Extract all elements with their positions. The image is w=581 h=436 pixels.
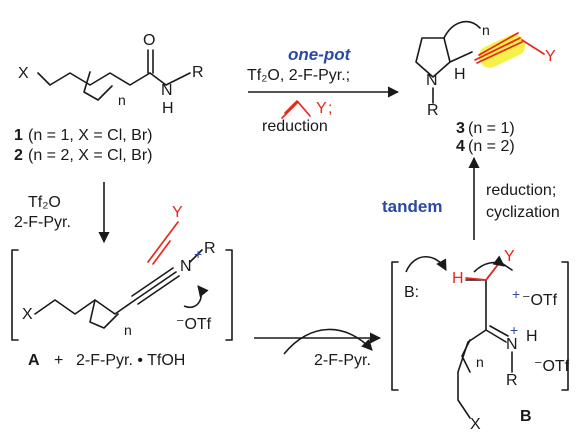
intermediate-red-bonds <box>465 261 501 281</box>
product-r: R <box>427 102 439 119</box>
nitrilium-plus: + <box>194 246 203 262</box>
product-repeat-bracket <box>443 20 481 39</box>
product-alkyne-y <box>521 39 545 55</box>
curved-arrow-base <box>405 256 447 273</box>
down-arrow-reagent-1: Tf₂O <box>28 194 61 211</box>
product-alkyne-1 <box>474 37 521 61</box>
one-pot-step2: reduction <box>262 118 328 135</box>
vinyl-reagent-db <box>284 100 298 114</box>
b-x: X <box>470 416 481 433</box>
product-n: N <box>426 72 438 89</box>
nitrile-triple-1 <box>134 271 177 301</box>
substrate-x: X <box>18 65 29 82</box>
substrate-n-index: n <box>118 92 126 108</box>
nitrilium-repeat-bracket <box>89 299 119 329</box>
label-a: A <box>28 352 40 369</box>
nitrilium-r: R <box>204 240 216 257</box>
nitrile-triple-2 <box>131 267 174 297</box>
right-bracket-b <box>561 261 569 391</box>
curved-arrow-hy <box>473 255 505 273</box>
pyridinium-salt: 2-F-Pyr. • TfOH <box>76 352 186 369</box>
compound-2-conditions: (n = 2, X = Cl, Br) <box>28 147 153 164</box>
label-b: B <box>520 408 532 425</box>
base-label: 2-F-Pyr. <box>314 352 371 369</box>
substrate-r: R <box>192 64 204 81</box>
iminium-bond-2 <box>489 325 509 337</box>
iminium-bond <box>485 329 507 343</box>
amide-n-bonds <box>149 72 191 86</box>
plus-sign: + <box>54 352 64 369</box>
b-plus-2: + <box>510 322 519 338</box>
compound-1-number: 1 <box>14 127 23 144</box>
product-c-chain <box>449 51 473 63</box>
product-alkyne-3 <box>476 41 523 64</box>
substrate-n: N <box>161 82 173 99</box>
nitrile-triple-3 <box>137 275 180 305</box>
substrate-h: H <box>162 100 174 117</box>
nitrilium-x: X <box>22 306 33 323</box>
left-bracket-a <box>11 249 19 341</box>
b-r: R <box>506 372 518 389</box>
product-n-index: n <box>482 22 490 38</box>
b-h-n: H <box>526 328 538 345</box>
substrate-o: O <box>143 32 156 49</box>
nitrilium-n-r-bond <box>189 249 203 263</box>
b-y: Y <box>504 248 515 265</box>
down-arrow-reagent-2: 2-F-Pyr. <box>14 214 71 231</box>
compound-1-conditions: (n = 1, X = Cl, Br) <box>28 127 153 144</box>
left-bracket-b <box>391 261 399 391</box>
pyrrolidine-ring <box>415 37 451 78</box>
compound-4-conditions: (n = 2) <box>468 138 515 155</box>
vinyl-attached <box>147 221 179 263</box>
b-otf-1: ⁻OTf <box>522 292 558 309</box>
right-bracket-a <box>225 249 233 341</box>
b-h-red: H <box>452 270 464 287</box>
intermediate-chain <box>457 279 487 419</box>
compound-3-conditions: (n = 1) <box>468 120 515 137</box>
compound-3-number: 3 <box>456 120 465 137</box>
intermediate-repeat-bracket <box>461 339 471 373</box>
tandem-step-1: reduction; <box>486 182 557 199</box>
vinyl-reagent <box>281 100 311 119</box>
product-alkyne-2 <box>478 32 519 56</box>
b-n-index: n <box>476 354 484 370</box>
tandem-label: tandem <box>382 197 443 216</box>
compound-4-number: 4 <box>456 138 465 155</box>
one-pot-reagents: Tf₂O, 2-F-Pyr.; <box>247 67 351 84</box>
compound-2-number: 2 <box>14 147 23 164</box>
nitrilium-n: N <box>180 258 192 275</box>
proton-transfer-arc <box>283 328 373 355</box>
vinyl-attached-db <box>152 240 171 265</box>
one-pot-title: one-pot <box>288 45 351 64</box>
product-y: Y <box>545 48 556 65</box>
product-h: H <box>454 66 466 83</box>
vinyl-y-label: Y <box>316 100 327 117</box>
nitrilium-y: Y <box>172 204 183 221</box>
tandem-step-2: cyclization <box>486 204 560 221</box>
substrate-chain <box>37 72 151 86</box>
b-plus-1: + <box>512 286 521 302</box>
substrate-repeat-bracket <box>83 71 113 101</box>
b-otf-2: ⁻OTf <box>534 358 570 375</box>
curved-arrow-n <box>183 285 209 309</box>
nitrilium-otf: ⁻OTf <box>176 316 212 333</box>
b-base: B: <box>404 284 420 301</box>
nitrilium-n-index: n <box>124 322 132 338</box>
b-n: N <box>506 336 518 353</box>
nitrilium-chain <box>34 299 136 315</box>
